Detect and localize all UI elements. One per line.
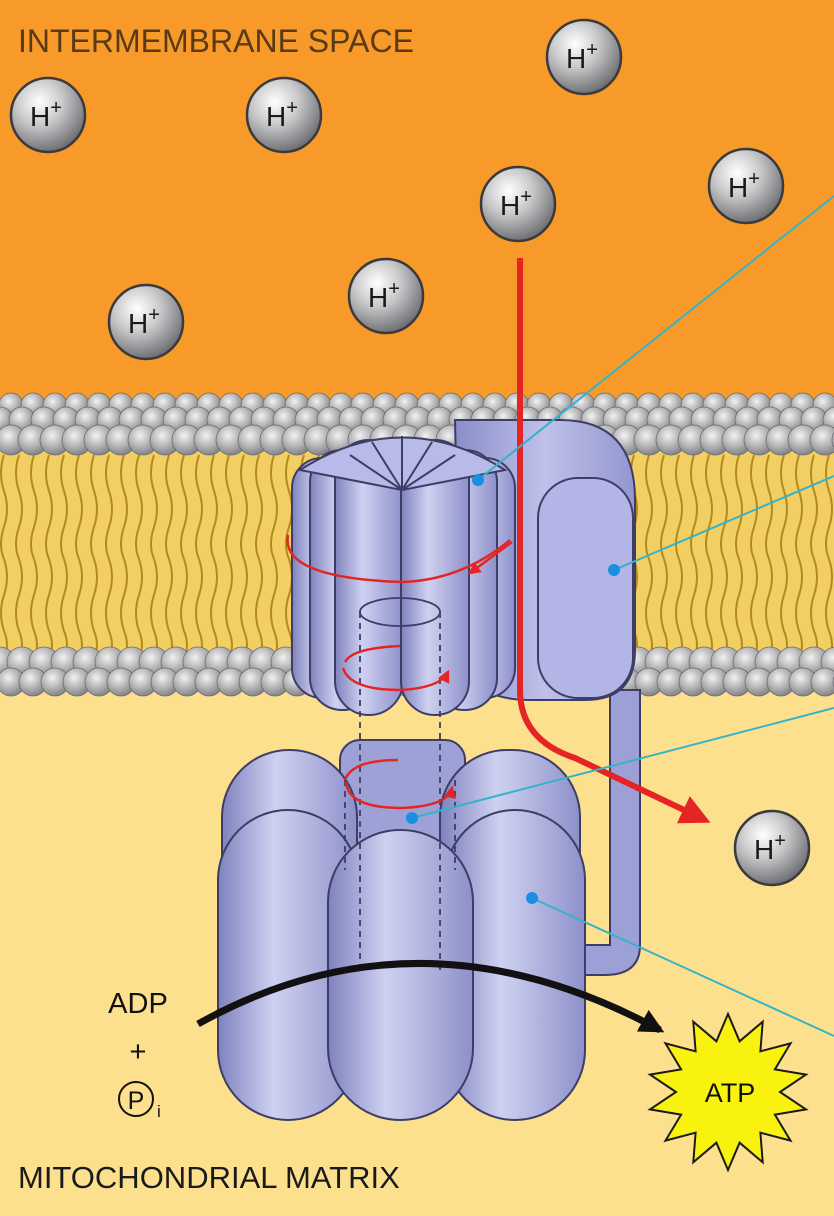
atp-label: ATP [705,1078,756,1108]
phosphate-label: P [128,1087,145,1115]
f1-head [217,749,586,1121]
intermembrane-space-label: INTERMEMBRANE SPACE [18,23,414,59]
mitochondrial-matrix-label: MITOCHONDRIAL MATRIX [18,1160,400,1195]
proton-label: H+ [368,278,400,313]
phosphate-subscript: i [157,1102,161,1121]
proton-1: H+ [9,76,87,154]
atp-synthase [217,258,711,1121]
proton-flow-arrow [517,258,711,824]
reaction-arrow [196,959,665,1034]
proton-3: H+ [545,18,623,96]
rotation-arrows [286,534,513,810]
leader-dots [406,474,620,904]
proton-4: H+ [479,165,557,243]
a-subunit-front [537,477,634,699]
atp-burst: ATP [647,1011,809,1173]
plus-sign: + [130,1036,147,1068]
leader-lines [411,195,834,1037]
adp-label: ADP [108,988,168,1020]
proton-2: H+ [245,76,323,154]
proton-6: H+ [347,257,425,335]
protons: H+ H+ H+ H+ H+ H+ H+ H+ [9,18,811,887]
proton-8: H+ [733,809,811,887]
proton-7: H+ [107,283,185,361]
proton-5: H+ [707,147,785,225]
lipid-bilayer [0,392,834,697]
phosphate-circle [118,1081,154,1117]
